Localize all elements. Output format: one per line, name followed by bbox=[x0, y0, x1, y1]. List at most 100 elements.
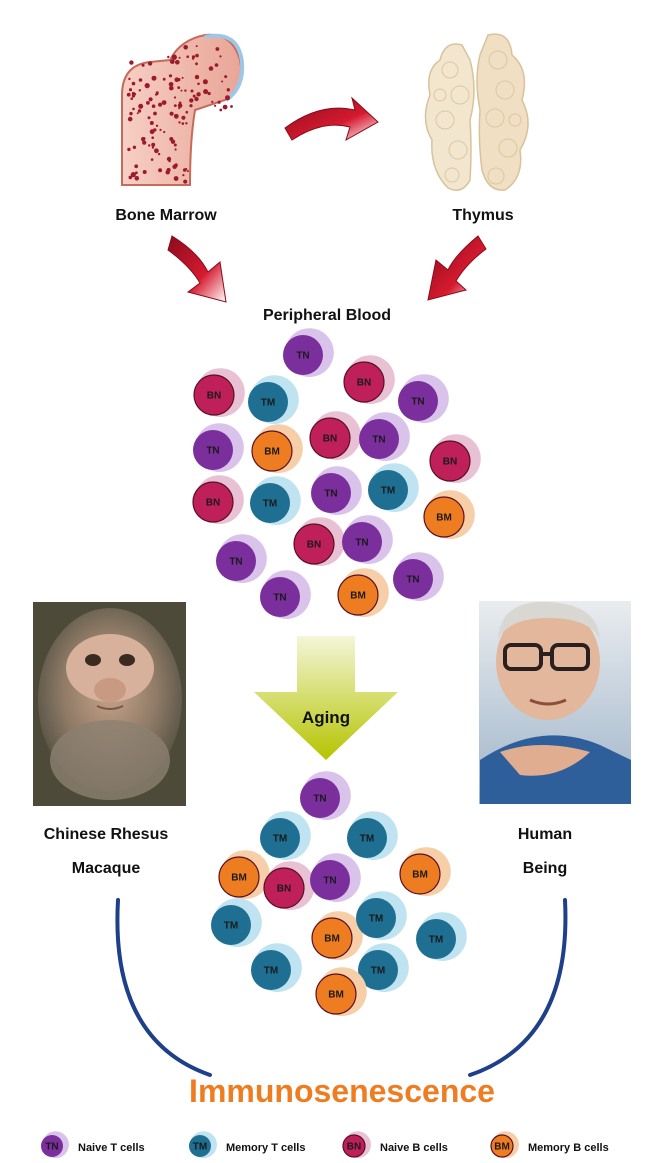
aged-cell-bm: BM bbox=[219, 850, 270, 899]
young-cell-tn: TN bbox=[260, 570, 311, 619]
cell-type-abbr: BM bbox=[350, 591, 366, 602]
legend-item-bn: BN Naive B cells bbox=[343, 1131, 448, 1158]
legend-swatch-bm: BM bbox=[491, 1131, 519, 1158]
young-cell-tn: TN bbox=[216, 534, 267, 583]
cell-type-abbr: TM bbox=[224, 921, 238, 932]
aging-arrow bbox=[254, 636, 398, 760]
young-cell-bn: BN bbox=[294, 517, 345, 566]
cell-type-abbr: TM bbox=[429, 935, 443, 946]
young-cell-bn: BN bbox=[310, 411, 361, 460]
bone-to-blood-arrow bbox=[168, 236, 226, 302]
cell-type-abbr: BM bbox=[436, 513, 452, 524]
young-cell-bm: BM bbox=[252, 424, 303, 473]
cell-type-abbr: BM bbox=[494, 1142, 510, 1153]
cell-type-abbr: TN bbox=[45, 1142, 58, 1153]
legend-label-bn: Naive B cells bbox=[380, 1142, 448, 1154]
legend-item-tm: TM Memory T cells bbox=[189, 1131, 305, 1158]
cell-type-abbr: TM bbox=[381, 486, 395, 497]
young-cell-tm: TM bbox=[248, 375, 299, 424]
cell-type-abbr: TN bbox=[229, 557, 242, 568]
cell-type-abbr: BN bbox=[277, 884, 291, 895]
cell-type-abbr: TM bbox=[371, 966, 385, 977]
young-cell-bm: BM bbox=[424, 490, 475, 539]
aged-cell-tn: TN bbox=[310, 853, 361, 902]
cell-type-abbr: TN bbox=[313, 794, 326, 805]
young-cell-bn: BN bbox=[344, 355, 395, 404]
cell-type-abbr: TN bbox=[323, 876, 336, 887]
young-cell-tn: TN bbox=[393, 552, 444, 601]
cell-type-abbr: BM bbox=[328, 990, 344, 1001]
legend-swatch-tm: TM bbox=[189, 1131, 217, 1158]
cell-type-abbr: TM bbox=[263, 499, 277, 510]
cell-type-abbr: BN bbox=[443, 457, 457, 468]
cell-type-abbr: TM bbox=[273, 834, 287, 845]
thymus-to-blood-arrow bbox=[428, 236, 486, 300]
cell-type-abbr: TN bbox=[206, 446, 219, 457]
bone-marrow-illustration bbox=[122, 35, 242, 185]
aged-cell-bm: BM bbox=[316, 967, 367, 1016]
cell-type-abbr: TN bbox=[406, 575, 419, 586]
cell-type-abbr: BM bbox=[264, 447, 280, 458]
cell-type-abbr: TM bbox=[193, 1142, 207, 1153]
young-cell-tn: TN bbox=[283, 328, 334, 377]
young-cell-tn: TN bbox=[311, 466, 362, 515]
cell-type-abbr: BN bbox=[206, 498, 220, 509]
young-cell-tm: TM bbox=[368, 463, 419, 512]
aged-cell-bm: BM bbox=[400, 847, 451, 896]
aged-cell-tm: TM bbox=[347, 811, 398, 860]
young-cell-bn: BN bbox=[430, 434, 481, 483]
cell-type-abbr: BN bbox=[323, 434, 337, 445]
macaque-label-line1: Chinese Rhesus bbox=[44, 826, 169, 843]
aging-label: Aging bbox=[302, 708, 350, 727]
cell-type-abbr: TN bbox=[296, 351, 309, 362]
legend-label-tm: Memory T cells bbox=[226, 1142, 305, 1154]
aged-cell-tm: TM bbox=[211, 898, 262, 947]
aged-cell-tm: TM bbox=[260, 811, 311, 860]
cell-type-abbr: BM bbox=[324, 934, 340, 945]
aged-cell-bm: BM bbox=[312, 911, 363, 960]
aged-cell-tm: TM bbox=[416, 912, 467, 961]
legend-item-bm: BM Memory B cells bbox=[491, 1131, 609, 1158]
cell-type-abbr: TM bbox=[360, 834, 374, 845]
cell-type-legend: TN Naive T cells TM Memory T cells BN Naive B… bbox=[41, 1131, 609, 1158]
aged-cell-tm: TM bbox=[251, 943, 302, 992]
cell-type-abbr: BM bbox=[231, 873, 247, 884]
bone-to-thymus-arrow bbox=[285, 98, 378, 140]
young-cell-tn: TN bbox=[193, 423, 244, 472]
immunosenescence-label: Immunosenescence bbox=[189, 1073, 495, 1109]
young-cell-tn: TN bbox=[359, 412, 410, 461]
aged-cell-tm: TM bbox=[356, 891, 407, 940]
human-photo bbox=[479, 601, 631, 804]
human-label-line2: Being bbox=[523, 860, 567, 877]
cell-type-abbr: BN bbox=[347, 1142, 361, 1153]
macaque-photo bbox=[33, 602, 186, 806]
cell-type-abbr: BN bbox=[307, 540, 321, 551]
young-cell-pool: TN BN TM BN TN TN BM BN TN BN BN TM TN TM BM TN BN TN TN TN… bbox=[193, 328, 481, 619]
cell-type-abbr: BN bbox=[207, 391, 221, 402]
cell-type-abbr: TN bbox=[372, 435, 385, 446]
cell-type-abbr: TN bbox=[411, 397, 424, 408]
human-label-line1: Human bbox=[518, 826, 572, 843]
cell-type-abbr: TN bbox=[324, 489, 337, 500]
cell-type-abbr: TN bbox=[273, 593, 286, 604]
legend-item-tn: TN Naive T cells bbox=[41, 1131, 145, 1158]
aged-cell-tn: TN bbox=[300, 771, 351, 820]
legend-label-bm: Memory B cells bbox=[528, 1142, 609, 1154]
young-cell-tm: TM bbox=[250, 476, 301, 525]
bone-marrow-label: Bone Marrow bbox=[115, 207, 217, 224]
cell-type-abbr: TM bbox=[264, 966, 278, 977]
thymus-illustration bbox=[425, 34, 528, 190]
aged-cell-bn: BN bbox=[264, 861, 315, 910]
legend-swatch-tn: TN bbox=[41, 1131, 69, 1158]
young-cell-bn: BN bbox=[194, 368, 245, 417]
legend-label-tn: Naive T cells bbox=[78, 1142, 145, 1154]
aged-cell-pool: TN TM TM BM BN TN BM TM BM TM TM TM TM BM bbox=[211, 771, 467, 1016]
macaque-label-line2: Macaque bbox=[72, 860, 141, 877]
cell-type-abbr: BN bbox=[357, 378, 371, 389]
cell-type-abbr: TN bbox=[355, 538, 368, 549]
cell-type-abbr: BM bbox=[412, 870, 428, 881]
cell-type-abbr: TM bbox=[261, 398, 275, 409]
young-cell-tn: TN bbox=[398, 374, 449, 423]
young-cell-tn: TN bbox=[342, 515, 393, 564]
